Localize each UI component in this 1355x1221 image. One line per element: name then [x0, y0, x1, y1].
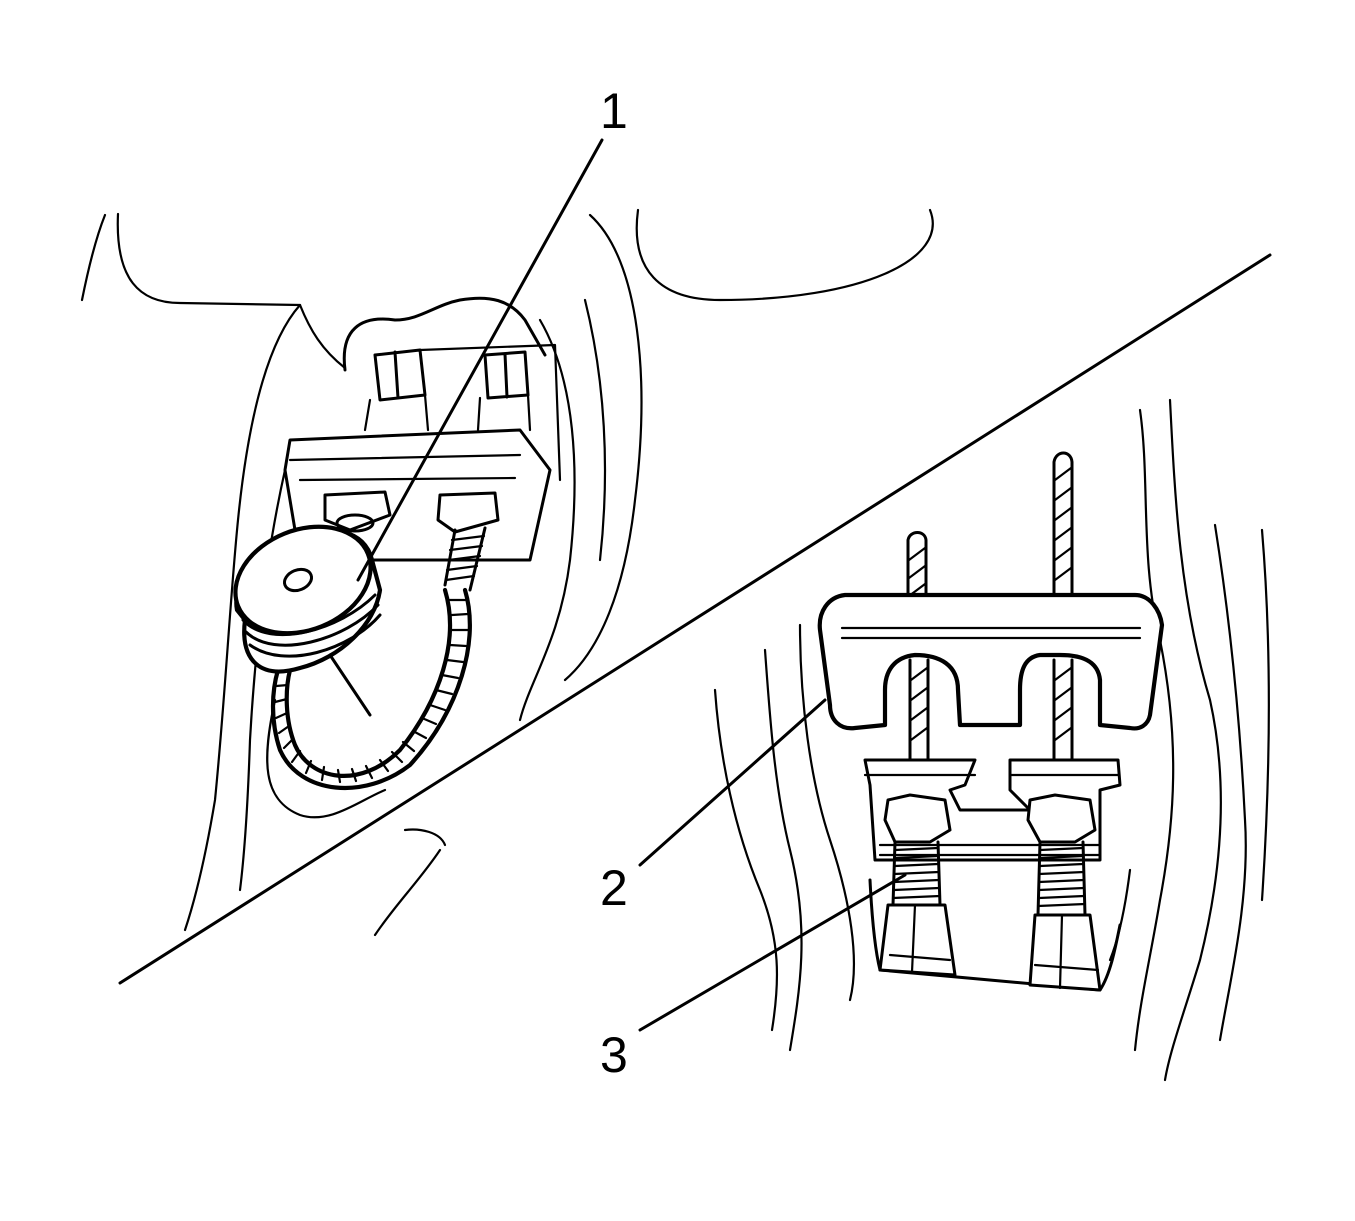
- left-bolt-head-facets: [888, 903, 952, 974]
- knuckle-right-outline-3: [583, 298, 607, 562]
- knuckle-bottom-outline-2: [373, 848, 442, 937]
- upper-nut-right: [483, 350, 530, 400]
- threaded-rod-threads: [444, 534, 486, 582]
- knuckle-right-outline-2: [563, 213, 643, 682]
- frame-top-left-outline: [116, 212, 347, 370]
- upper-view: [80, 208, 934, 937]
- rod-hatching: [907, 466, 1073, 598]
- leader-line-3: [638, 873, 907, 1032]
- tether-strap-hatching: [273, 598, 470, 784]
- view-divider-line: [118, 253, 1272, 985]
- rod-lower-hatching: [909, 666, 1073, 742]
- upper-mount-outline: [342, 296, 547, 372]
- upper-bolt-shafts: [363, 393, 532, 432]
- callout-2: 2: [600, 860, 628, 916]
- leader-line-1: [356, 138, 604, 582]
- knuckle-left-outline: [183, 303, 302, 932]
- tether-strap-outer: [284, 587, 453, 778]
- upper-nut-left: [373, 348, 427, 402]
- caliper-bridge-inner: [288, 343, 562, 482]
- knuckle-bottom-outline: [403, 828, 447, 847]
- left-bolt-nut: [883, 793, 952, 844]
- caliper-bridge: [283, 428, 552, 562]
- rod-left: [906, 531, 928, 602]
- rod-right-lower: [1052, 658, 1074, 762]
- knuckle-left-outline-2: [238, 468, 287, 892]
- dust-cap-center-hole: [282, 567, 314, 593]
- spreader-tool: [817, 592, 1165, 731]
- rod-right: [1052, 451, 1074, 602]
- right-bolt-nut: [1026, 793, 1097, 844]
- right-bolt-threads-body: [1036, 840, 1087, 917]
- dust-cap: [233, 524, 383, 717]
- left-bolt-head: [878, 903, 957, 977]
- lower-knuckle-outline-5: [763, 648, 803, 1052]
- lower-view: [713, 398, 1270, 1082]
- callout-1: 1: [600, 83, 628, 139]
- knuckle-inner-curve: [266, 698, 387, 819]
- dust-cap-stem: [328, 653, 372, 717]
- lower-bracket-lines: [863, 773, 1120, 857]
- right-bolt-head: [1028, 913, 1102, 992]
- rod-left-lower: [908, 658, 930, 762]
- right-bolt-threads: [1036, 846, 1087, 908]
- leader-line-2: [638, 698, 827, 867]
- knuckle-right-outline: [518, 318, 576, 722]
- lower-knuckle-outline-3: [1213, 523, 1247, 1042]
- frame-left-outline: [80, 213, 107, 302]
- callout-3: 3: [600, 1027, 628, 1083]
- lower-knuckle-outline-1: [1133, 408, 1175, 1052]
- lower-knuckle-outline-6: [798, 623, 855, 1002]
- lower-knuckle-outline-2: [1163, 398, 1222, 1082]
- lower-washer-left: [335, 513, 375, 533]
- lower-bracket: [863, 758, 1122, 862]
- right-bolt-head-facets: [1033, 913, 1100, 990]
- lower-knuckle-outline-8: [1108, 868, 1132, 962]
- tether-strap-inner: [270, 587, 472, 791]
- lower-nut-left: [323, 490, 392, 532]
- dust-cap-rings: [241, 593, 382, 658]
- lower-knuckle-outline-4: [1260, 528, 1270, 902]
- left-bolt-threads: [891, 846, 942, 900]
- frame-top-right-outline: [635, 208, 934, 302]
- lower-nut-right: [436, 491, 500, 534]
- lower-knuckle-outline-7: [713, 688, 779, 1032]
